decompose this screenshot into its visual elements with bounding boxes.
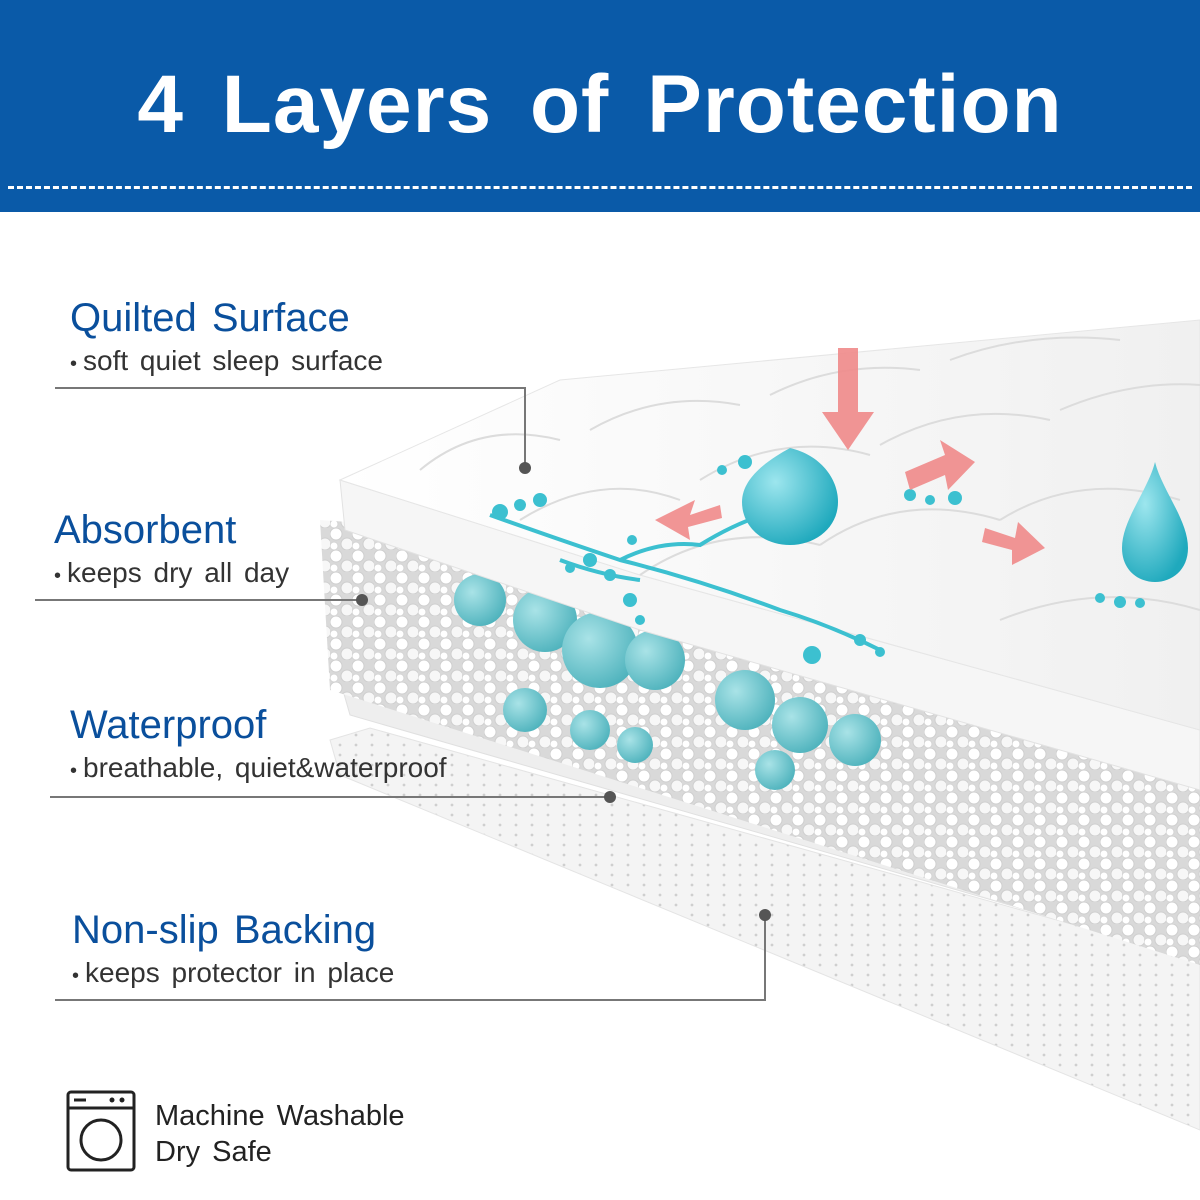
layer-label-waterproof: Waterproof •breathable, quiet&waterproof xyxy=(70,703,447,784)
layer-subtitle: •keeps dry all day xyxy=(54,557,289,589)
layer-subtitle-text: breathable, quiet&waterproof xyxy=(83,752,447,783)
mattress-layers-illustration xyxy=(35,319,1200,1131)
layer-subtitle-text: keeps protector in place xyxy=(85,957,395,988)
bullet-icon: • xyxy=(70,760,78,782)
bullet-icon: • xyxy=(72,965,80,987)
leader-dots xyxy=(356,462,771,921)
water-drop-right xyxy=(1122,462,1188,582)
arrow-down-head xyxy=(822,412,874,450)
arrow-down-shaft xyxy=(838,348,858,418)
layer-subtitle-text: keeps dry all day xyxy=(67,557,290,588)
layer-label-quilted: Quilted Surface •soft quiet sleep surfac… xyxy=(70,296,383,377)
header-banner: 4 Layers of Protection xyxy=(0,0,1200,212)
layer-title: Quilted Surface xyxy=(70,296,350,340)
layer-subtitle: •keeps protector in place xyxy=(72,957,394,989)
layer-subtitle: •breathable, quiet&waterproof xyxy=(70,752,447,784)
care-line-washable: Machine Washable xyxy=(155,1100,405,1132)
leader-line-quilted xyxy=(55,387,526,468)
layer-title: Waterproof xyxy=(70,703,267,747)
layer-label-backing: Non-slip Backing •keeps protector in pla… xyxy=(72,908,394,989)
arrow-left xyxy=(655,500,722,540)
water-drop-center xyxy=(742,448,838,545)
layer-subtitle: •soft quiet sleep surface xyxy=(70,345,383,377)
care-line-dry: Dry Safe xyxy=(155,1136,272,1168)
page-title: 4 Layers of Protection xyxy=(137,59,1063,150)
layer-label-absorbent: Absorbent •keeps dry all day xyxy=(54,508,289,589)
layer-title: Absorbent xyxy=(54,508,237,552)
washing-machine-icon xyxy=(66,1090,136,1172)
water-droplets-small xyxy=(492,455,1145,664)
bullet-icon: • xyxy=(70,353,78,375)
absorbed-water-bubbles xyxy=(454,574,881,790)
layer-subtitle-text: soft quiet sleep surface xyxy=(83,345,383,376)
layer-title: Non-slip Backing xyxy=(72,908,377,952)
care-instructions: Machine Washable Dry Safe xyxy=(155,1098,405,1170)
leader-lines xyxy=(35,387,766,1001)
dashed-divider xyxy=(8,186,1192,189)
arrow-right-lower xyxy=(982,522,1045,565)
spread-arrows xyxy=(655,348,1045,565)
arrow-right-upper xyxy=(905,440,975,490)
leader-line-backing xyxy=(55,915,766,1001)
bullet-icon: • xyxy=(54,565,62,587)
